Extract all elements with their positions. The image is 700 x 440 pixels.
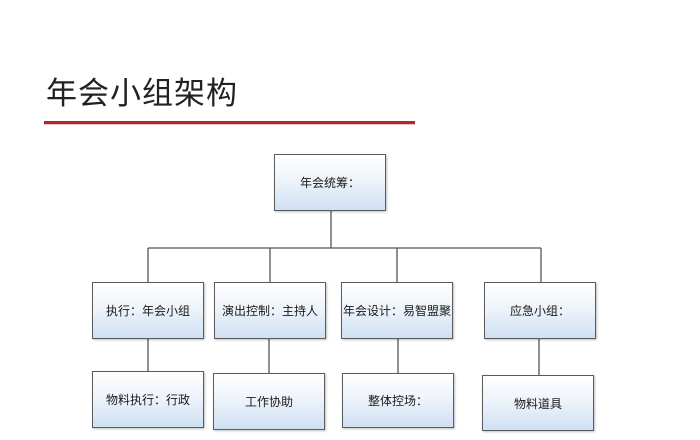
- node-overall-control: 整体控场：: [342, 373, 454, 428]
- node-execution-group: 执行：年会小组: [92, 282, 204, 339]
- node-label: 执行：年会小组: [105, 304, 190, 318]
- node-emergency-group: 应急小组：: [484, 282, 596, 339]
- node-label: 物料执行：行政: [105, 393, 190, 407]
- page-title: 年会小组架构: [46, 76, 238, 112]
- node-props: 物料道具: [482, 375, 594, 431]
- node-label: 应急小组：: [509, 304, 570, 318]
- node-label: 整体控场：: [367, 394, 428, 408]
- node-root-coordination: 年会统筹：: [274, 154, 386, 211]
- node-event-design: 年会设计：易智盟聚: [341, 282, 453, 339]
- node-work-assistance: 工作协助: [213, 373, 325, 430]
- title-underline-shadow: [44, 124, 415, 125]
- node-label: 演出控制：主持人: [221, 304, 318, 318]
- node-show-control: 演出控制：主持人: [214, 282, 326, 339]
- title-underline: [44, 121, 415, 124]
- node-materials-execution: 物料执行：行政: [92, 371, 204, 428]
- node-label: 物料道具: [513, 396, 562, 411]
- node-label: 年会设计：易智盟聚: [342, 304, 451, 318]
- node-label: 年会统筹：: [299, 176, 360, 190]
- node-label: 工作协助: [244, 395, 293, 409]
